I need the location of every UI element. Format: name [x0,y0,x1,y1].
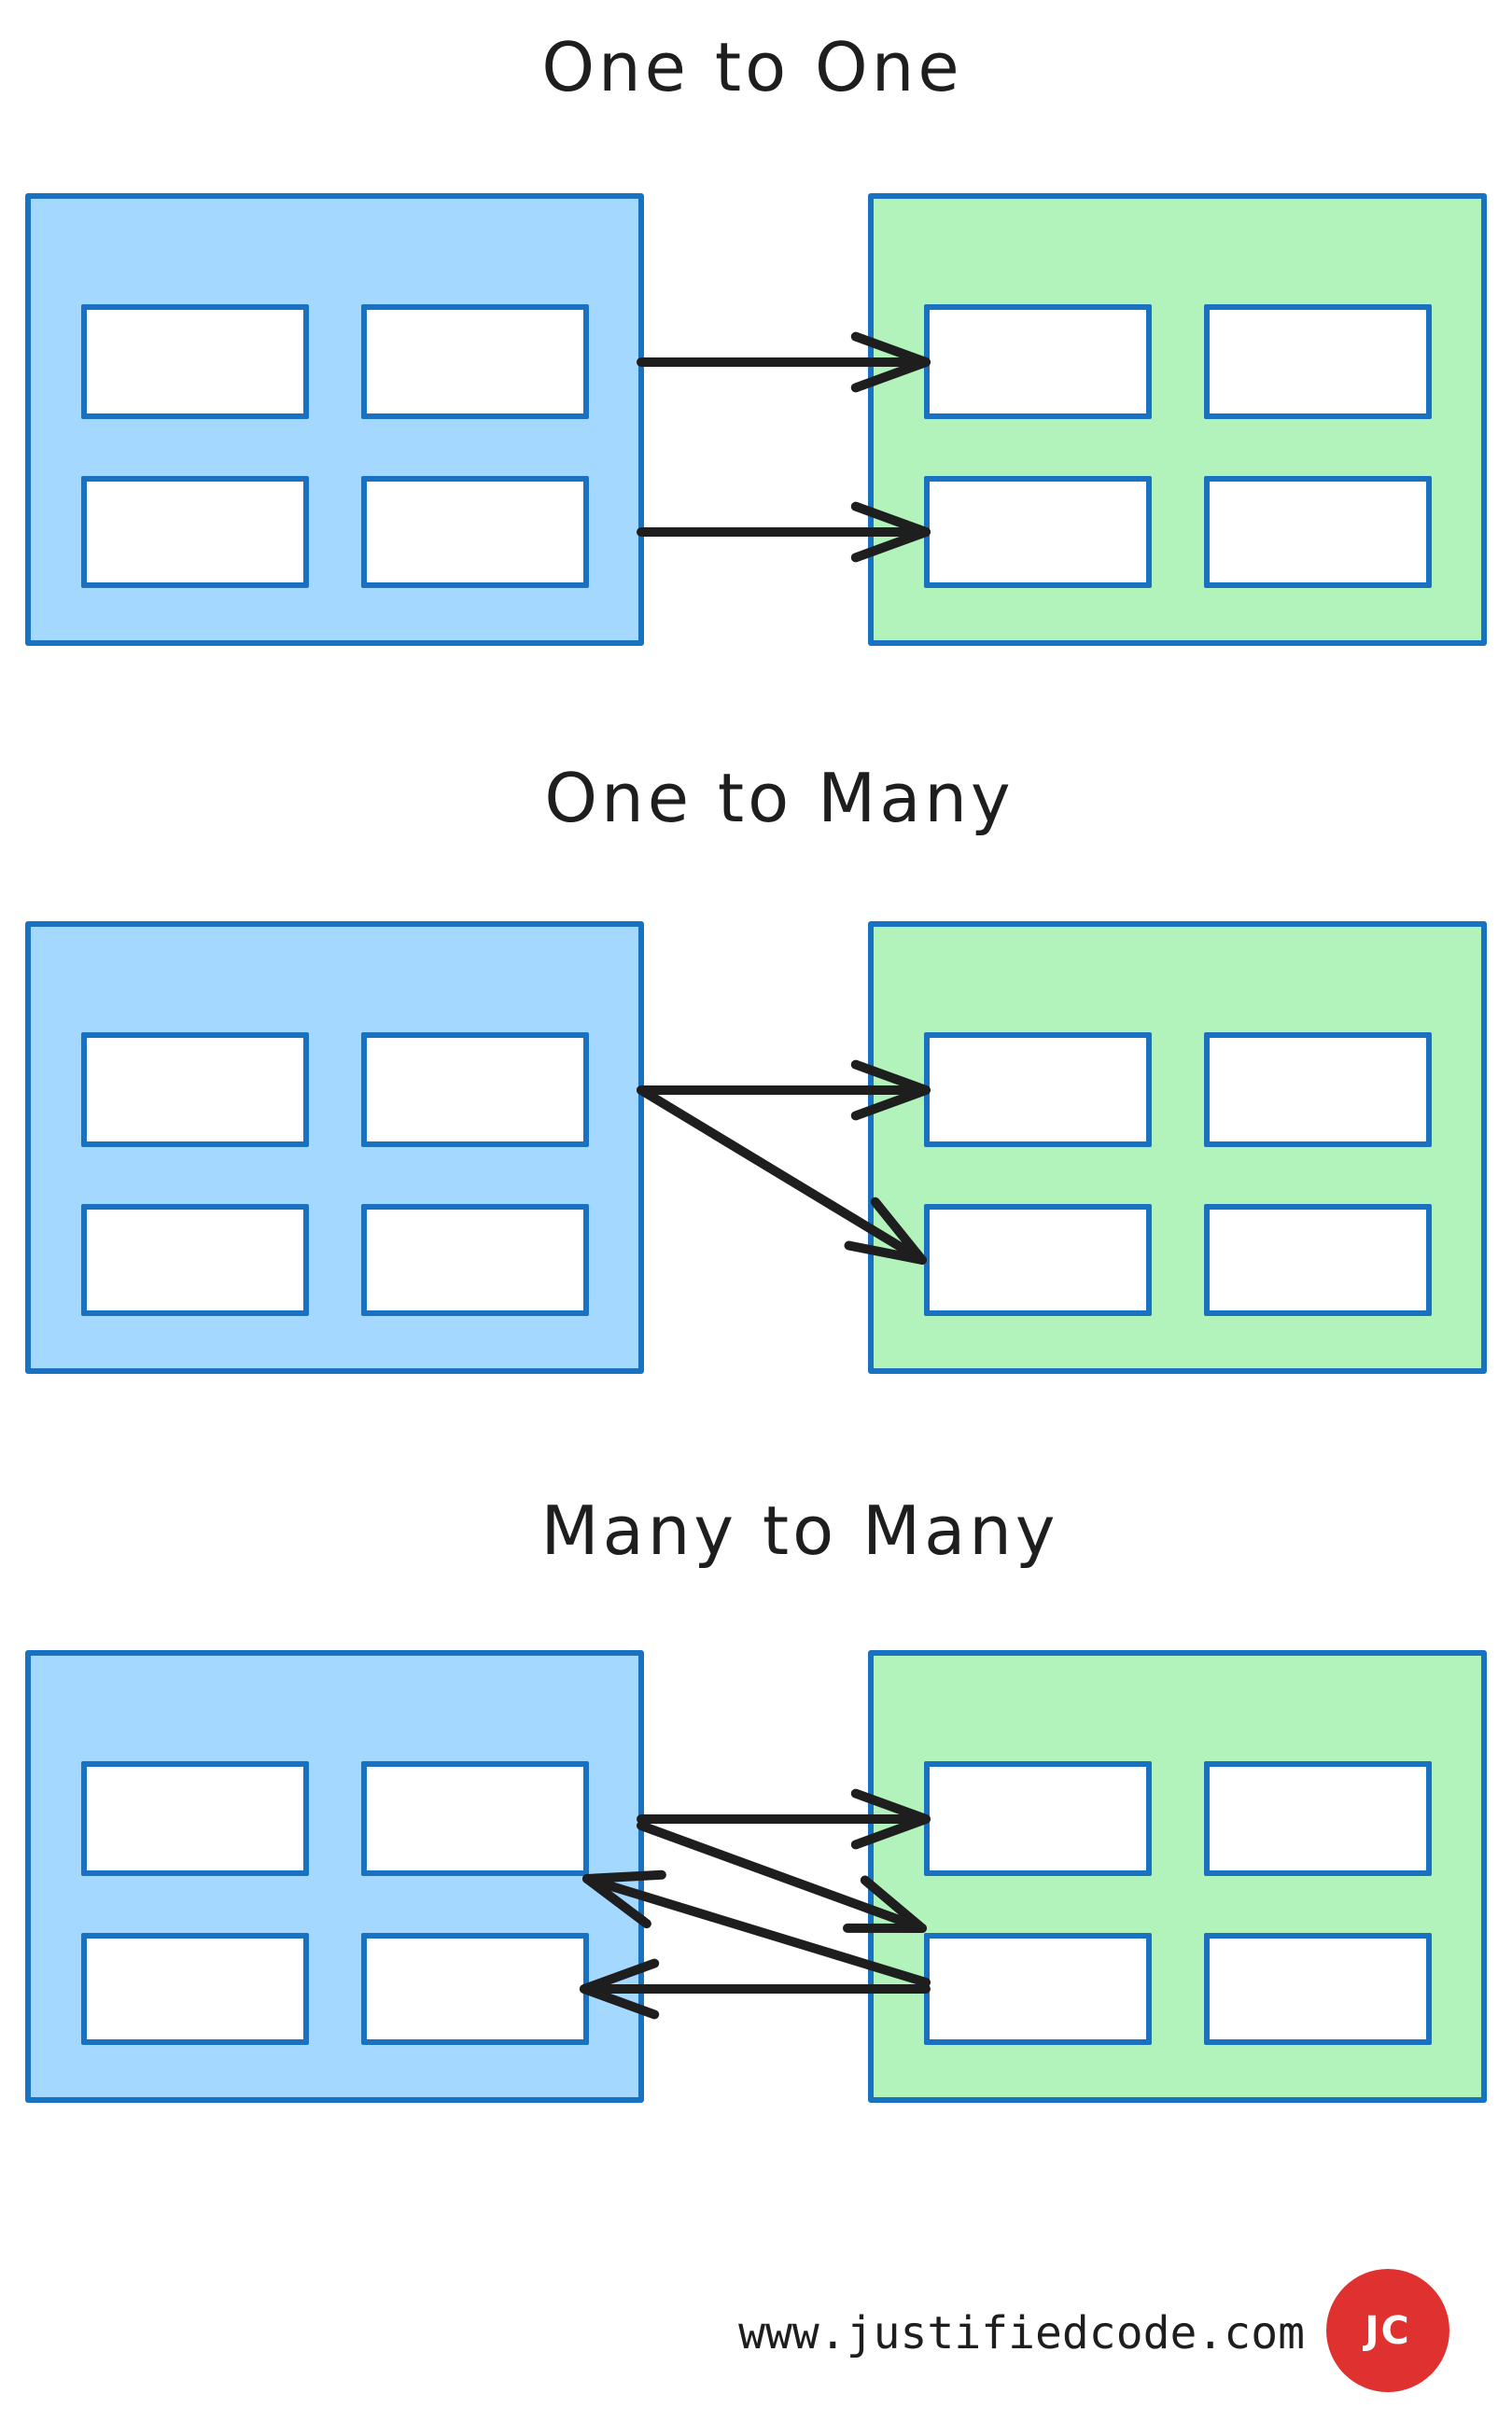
one-to-many-right-entity-cell [924,1032,1152,1147]
one-to-many-right-entity-cell [1204,1032,1432,1147]
many-to-many-left-entity-cell [81,1933,309,2045]
many-to-many-left-entity-cell [361,1761,589,1876]
one-to-one-right-entity-cell [1204,304,1432,419]
jc-logo-badge: JC [1326,2269,1449,2392]
many-to-many-right-entity-cell [924,1761,1152,1876]
many-to-many-right-entity-cell [924,1933,1152,2045]
many-to-many-right-entity-cell [1204,1933,1432,2045]
one-to-many-left-entity-cell [81,1032,309,1147]
one-to-one-right-entity-cell [924,304,1152,419]
one-to-many-left-entity-cell [361,1204,589,1316]
many-to-many-right-entity-cell [1204,1761,1432,1876]
one-to-one-right-entity-cell [924,476,1152,588]
one-to-one-left-entity-cell [361,476,589,588]
one-to-many-right-entity-cell [1204,1204,1432,1316]
many-to-many-right-entity [868,1650,1487,2103]
one-to-one-left-entity-cell [361,304,589,419]
section-title-one-to-many: One to Many [544,759,1015,837]
one-to-one-left-entity-cell [81,476,309,588]
one-to-one-right-entity-cell [1204,476,1432,588]
one-to-many-right-entity [868,921,1487,1374]
section-title-one-to-one: One to One [541,28,963,106]
many-to-many-left-entity-cell [361,1933,589,2045]
jc-logo-text: JC [1365,2308,1411,2353]
many-to-many-left-entity-cell [81,1761,309,1876]
one-to-many-left-entity [25,921,644,1374]
one-to-many-left-entity-cell [81,1204,309,1316]
one-to-many-right-entity-cell [924,1204,1152,1316]
one-to-one-left-entity [25,193,644,646]
section-title-many-to-many: Many to Many [540,1491,1059,1570]
one-to-one-right-entity [868,193,1487,646]
website-url: www.justifiedcode.com [738,2307,1305,2359]
many-to-many-left-entity [25,1650,644,2103]
one-to-one-left-entity-cell [81,304,309,419]
one-to-many-left-entity-cell [361,1032,589,1147]
